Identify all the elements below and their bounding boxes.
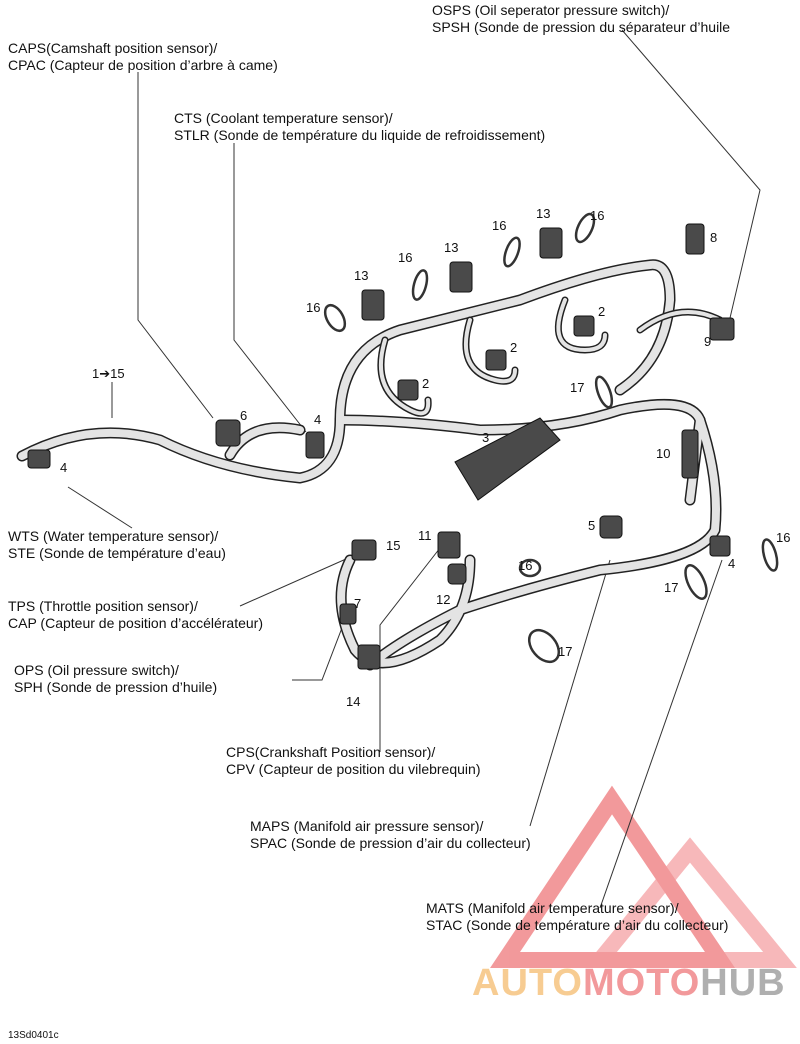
item-number: 7 (354, 596, 362, 611)
label-wts: WTS (Water temperature sensor)/ STE (Son… (8, 528, 226, 562)
item-number: 4 (728, 556, 736, 571)
label-wts-fr: STE (Sonde de température d’eau) (8, 545, 226, 561)
item-number: 16 (518, 558, 533, 573)
clips (323, 212, 779, 664)
label-caps-fr: CPAC (Capteur de position d’arbre à came… (8, 57, 278, 73)
watermark-part-hub: HUB (700, 962, 786, 1004)
figure-code: 13Sd0401c (8, 1030, 59, 1041)
label-maps-en: MAPS (Manifold air pressure sensor)/ (250, 818, 484, 834)
watermark-text: AUTOMOTOHUB (472, 962, 786, 1005)
wire-harness (16, 259, 724, 671)
item-number: 4 (314, 412, 322, 427)
item-number: 5 (588, 518, 596, 533)
item-number: 15 (386, 538, 401, 553)
item-number: 2 (510, 340, 518, 355)
connector-4-left (27, 449, 51, 469)
label-osps-fr: SPSH (Sonde de pression du séparateur d’… (432, 19, 731, 35)
connector-9 (709, 317, 735, 341)
label-caps-en: CAPS(Camshaft position sensor)/ (8, 40, 218, 56)
leader-lines (67, 29, 761, 909)
item-number: 17 (558, 644, 573, 659)
item-number: 1➔15 (92, 366, 125, 381)
label-maps-fr: SPAC (Sonde de pression d’air du collect… (250, 835, 531, 851)
connector-12 (447, 563, 467, 585)
item-number: 11 (418, 528, 432, 543)
label-cps-fr: CPV (Capteur de position du vilebrequin) (226, 761, 481, 777)
label-mats-fr: STAC (Sonde de température d’air du coll… (426, 917, 729, 933)
item-number: 8 (710, 230, 718, 245)
connector-7 (339, 603, 357, 625)
watermark-logo (490, 785, 797, 968)
label-caps: CAPS(Camshaft position sensor)/ CPAC (Ca… (8, 40, 278, 74)
connector-2-b (485, 349, 507, 371)
label-maps: MAPS (Manifold air pressure sensor)/ SPA… (250, 818, 531, 852)
label-osps-en: OSPS (Oil seperator pressure switch)/ (432, 2, 670, 18)
label-osps: OSPS (Oil seperator pressure switch)/ SP… (432, 2, 730, 36)
item-number: 16 (306, 300, 321, 315)
connector-3-ecm (454, 417, 561, 501)
item-number: 16 (398, 250, 413, 265)
item-number: 16 (776, 530, 791, 545)
label-tps: TPS (Throttle position sensor)/ CAP (Cap… (8, 598, 263, 632)
connector-13-b (449, 261, 473, 293)
label-tps-en: TPS (Throttle position sensor)/ (8, 598, 198, 614)
connector-4-mid (305, 431, 325, 459)
watermark-part-moto: MOTO (582, 962, 701, 1004)
item-number: 17 (570, 380, 585, 395)
item-number: 2 (598, 304, 606, 319)
connector-11 (437, 531, 461, 559)
watermark-part-auto: AUTO (472, 962, 583, 1004)
connectors (27, 223, 735, 670)
item-number: 16 (590, 208, 605, 223)
item-number: 3 (482, 430, 490, 445)
label-ops-fr: SPH (Sonde de pression d’huile) (14, 679, 218, 695)
connector-14 (357, 644, 381, 670)
item-number: 13 (444, 240, 459, 255)
item-number: 17 (664, 580, 679, 595)
label-ops: OPS (Oil pressure switch)/ SPH (Sonde de… (14, 662, 217, 696)
label-cps-en: CPS(Crankshaft Position sensor)/ (226, 744, 436, 760)
connector-13-c (539, 227, 563, 259)
item-number: 2 (422, 376, 430, 391)
label-tps-fr: CAP (Capteur de position d’accélérateur) (8, 615, 263, 631)
connector-2-c (573, 315, 595, 337)
connector-5 (599, 515, 623, 539)
item-number: 14 (346, 694, 361, 709)
label-wts-en: WTS (Water temperature sensor)/ (8, 528, 219, 544)
item-number: 12 (436, 592, 451, 607)
connector-6 (215, 419, 241, 447)
connector-8 (685, 223, 705, 255)
label-cps: CPS(Crankshaft Position sensor)/ CPV (Ca… (226, 744, 480, 778)
item-number: 13 (536, 206, 551, 221)
item-number: 16 (492, 218, 507, 233)
item-number: 13 (354, 268, 369, 283)
connector-2-a (397, 379, 419, 401)
item-number: 4 (60, 460, 68, 475)
connector-13-a (361, 289, 385, 321)
label-mats: MATS (Manifold air temperature sensor)/ … (426, 900, 728, 934)
label-cts: CTS (Coolant temperature sensor)/ STLR (… (174, 110, 545, 144)
connector-10 (681, 429, 699, 479)
item-number: 9 (704, 334, 712, 349)
label-cts-fr: STLR (Sonde de température du liquide de… (174, 127, 546, 143)
label-cts-en: CTS (Coolant temperature sensor)/ (174, 110, 393, 126)
connector-4-right (709, 535, 731, 557)
label-mats-en: MATS (Manifold air temperature sensor)/ (426, 900, 679, 916)
label-ops-en: OPS (Oil pressure switch)/ (14, 662, 179, 678)
connector-15 (351, 539, 377, 561)
item-number: 6 (240, 408, 248, 423)
item-number: 10 (656, 446, 671, 461)
